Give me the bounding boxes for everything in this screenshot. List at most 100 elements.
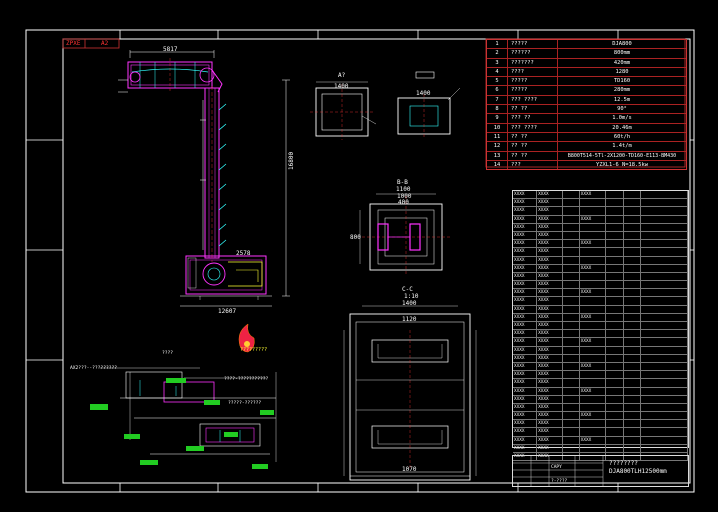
parts-cell <box>606 362 625 371</box>
parts-cell <box>624 215 641 223</box>
spec-cell-value: 420mm <box>613 59 631 66</box>
parts-cell <box>641 313 688 321</box>
callout-4: ???? <box>162 351 174 356</box>
parts-name: XXXX <box>580 362 606 371</box>
spec-row: 3???????420mm <box>487 58 686 68</box>
parts-cell <box>624 420 641 428</box>
callout-3: ?????-?????? <box>228 401 262 406</box>
parts-cell <box>606 240 625 248</box>
parts-cell <box>624 436 641 444</box>
parts-cell <box>580 231 606 240</box>
dim-top: 5817 <box>163 46 178 53</box>
parts-cell <box>641 420 688 428</box>
parts-name: XXXX <box>580 436 606 444</box>
spec-cell-no: 8 <box>487 105 508 114</box>
parts-code: XXXX <box>513 289 538 297</box>
parts-cell <box>563 338 580 346</box>
parts-cnt: XXXX <box>537 215 563 223</box>
dim-height: 16800 <box>288 151 295 170</box>
parts-cell <box>580 395 606 403</box>
parts-cell <box>641 444 688 452</box>
inner-frame <box>62 38 691 484</box>
parts-cnt: XXXX <box>537 289 563 297</box>
parts-cell <box>641 330 688 338</box>
parts-code: XXXX <box>513 191 538 199</box>
spec-cell-name: ????? <box>508 77 558 86</box>
parts-cnt: XXXX <box>537 240 563 248</box>
parts-cell <box>606 297 625 305</box>
parts-code: XXXX <box>513 444 538 452</box>
parts-cell <box>606 215 625 223</box>
title-cell-1: CAPY <box>551 465 562 470</box>
parts-cell <box>641 215 688 223</box>
parts-cell <box>580 403 606 412</box>
parts-cell <box>580 297 606 305</box>
parts-code: XXXX <box>513 313 538 321</box>
parts-code: XXXX <box>513 346 538 354</box>
parts-cell <box>606 272 625 281</box>
parts-cell <box>641 338 688 346</box>
section-c-dim-bottom: 1070 <box>402 466 417 473</box>
parts-cell <box>606 223 625 231</box>
parts-cnt: XXXX <box>537 281 563 289</box>
parts-cell <box>606 395 625 403</box>
logo-caption: ????????? <box>240 347 268 353</box>
spec-cell-no: 5 <box>487 77 508 86</box>
foundation-detail <box>100 367 277 462</box>
parts-cell <box>606 330 625 338</box>
parts-cell <box>606 231 625 240</box>
parts-name: XXXX <box>580 412 606 420</box>
parts-cell <box>641 231 688 240</box>
spec-row: 14???YZXL1-6 N=18.5kw <box>487 160 686 170</box>
parts-cell <box>641 297 688 305</box>
parts-cell <box>563 436 580 444</box>
parts-cnt: XXXX <box>537 297 563 305</box>
parts-cell <box>606 313 625 321</box>
dim-bottom: 12607 <box>218 308 237 315</box>
parts-cnt: XXXX <box>537 387 563 395</box>
outer-frame <box>25 29 695 493</box>
spec-cell-no: 1 <box>487 40 508 49</box>
parts-code: XXXX <box>513 231 538 240</box>
spec-cell-name: ??? ???? <box>508 95 558 105</box>
parts-cell <box>624 281 641 289</box>
spec-cell-value: 280mm <box>613 87 631 94</box>
parts-cnt: XXXX <box>537 322 563 330</box>
parts-cell <box>606 379 625 387</box>
parts-cell <box>563 412 580 420</box>
spec-cell-value: 800mm <box>613 50 631 57</box>
parts-cell <box>563 403 580 412</box>
spec-row: 4????1280 <box>487 67 686 78</box>
spec-cell-name: ?? ?? <box>508 151 558 160</box>
parts-code: XXXX <box>513 207 538 215</box>
parts-cell <box>580 223 606 231</box>
parts-cell <box>624 354 641 362</box>
parts-cell <box>580 281 606 289</box>
parts-cell <box>641 371 688 379</box>
parts-code: XXXX <box>513 395 538 403</box>
spec-row: 10??? ????20.46m <box>487 123 686 133</box>
parts-cell <box>624 223 641 231</box>
parts-cnt: XXXX <box>537 191 563 199</box>
parts-cnt: XXXX <box>537 444 563 452</box>
parts-cnt: XXXX <box>537 338 563 346</box>
spec-row: 6?????280mm <box>487 86 686 96</box>
parts-cell <box>563 215 580 223</box>
parts-cnt: XXXX <box>537 272 563 281</box>
parts-code: XXXX <box>513 338 538 346</box>
parts-cell <box>641 379 688 387</box>
spec-row: 11?? ??60t/h <box>487 132 686 143</box>
parts-cell <box>580 346 606 354</box>
callout-1: AX2???--????????? <box>70 366 118 371</box>
